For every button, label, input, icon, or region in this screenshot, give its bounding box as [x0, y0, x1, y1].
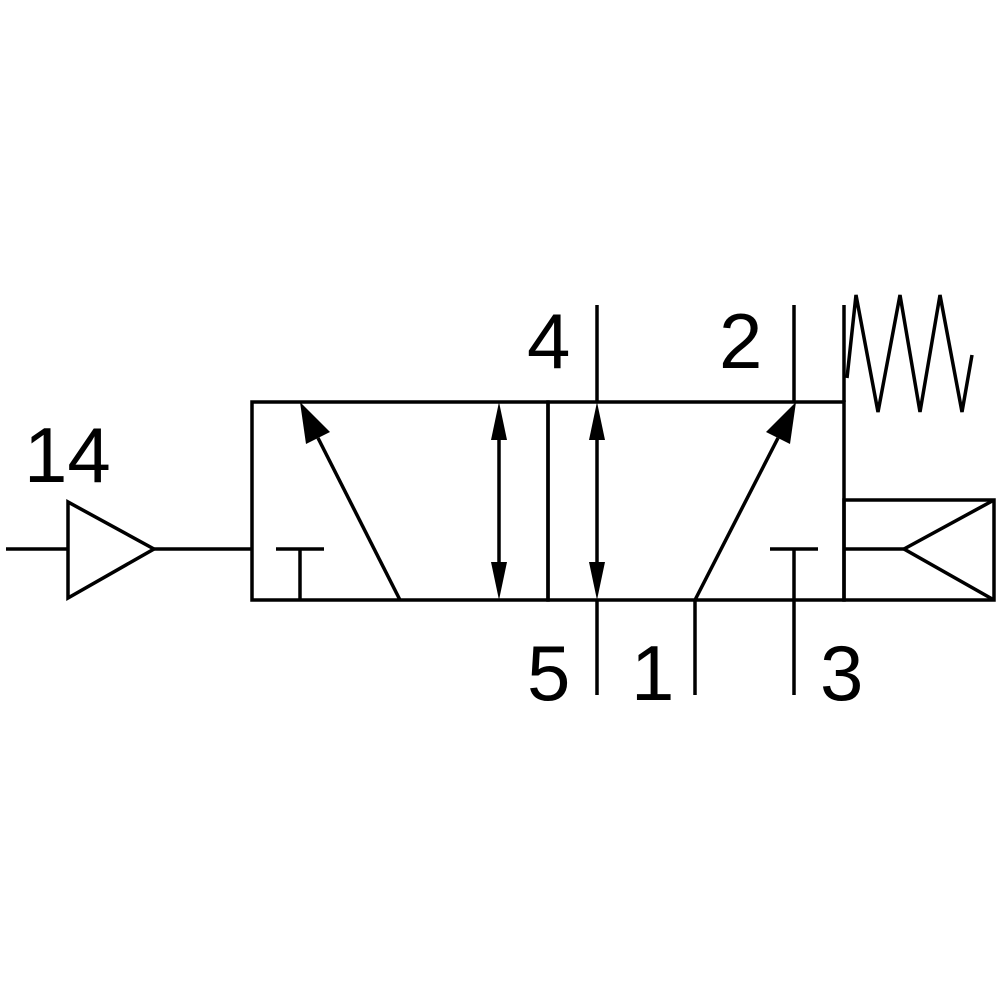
right-pilot-triangle-icon [900, 498, 995, 602]
right-vertical-arrowhead-down-icon [589, 562, 605, 600]
label-port-4: 4 [527, 297, 570, 385]
pilot-triangle-icon [66, 499, 158, 602]
right-vertical-arrowhead-up-icon [589, 402, 605, 440]
label-port-5: 5 [527, 629, 570, 717]
right-diagonal-arrowhead-icon [766, 402, 796, 444]
left-diagonal-flow-line [316, 437, 402, 601]
left-diagonal-arrowhead-icon [300, 402, 330, 444]
label-port-2: 2 [719, 297, 762, 385]
left-vertical-arrowhead-up-icon [491, 402, 507, 440]
label-port-3: 3 [820, 629, 863, 717]
label-port-1: 1 [631, 629, 674, 717]
spring-icon [845, 294, 974, 413]
right-diagonal-flow-line [693, 437, 780, 601]
left-vertical-arrowhead-down-icon [491, 562, 507, 600]
label-port-14: 14 [24, 411, 111, 499]
